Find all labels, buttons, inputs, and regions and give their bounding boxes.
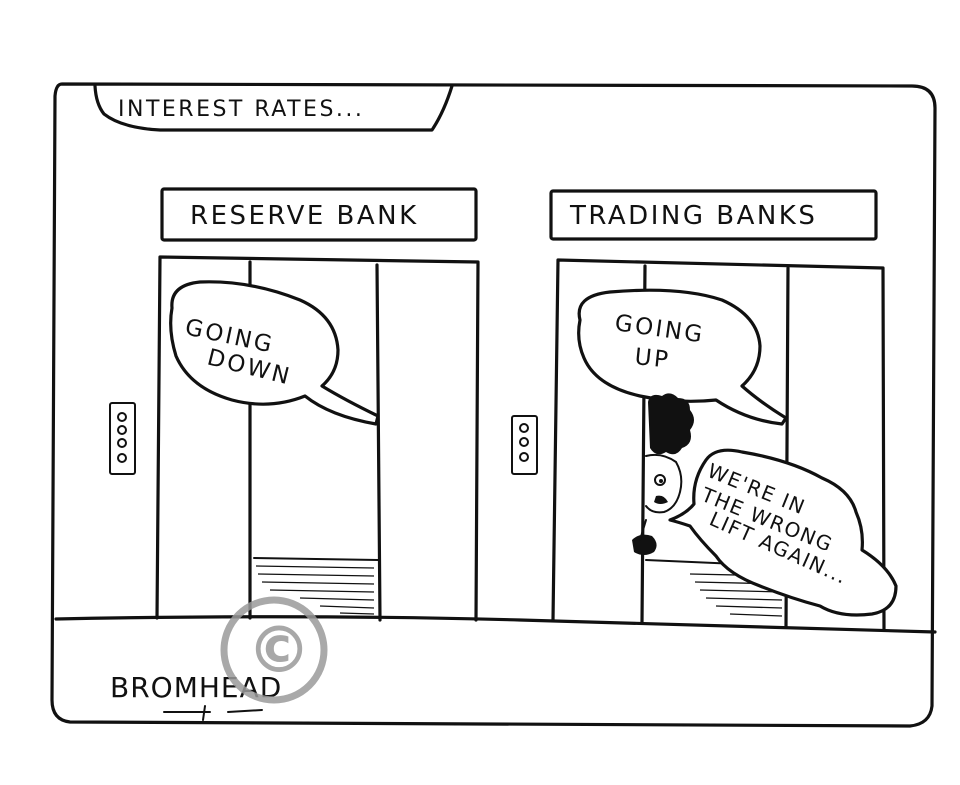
character-arm	[639, 519, 647, 541]
left-door-right-edge	[375, 263, 382, 622]
character-hair	[648, 393, 694, 455]
character-speech-bubble	[668, 448, 898, 617]
right-speech-bubble	[577, 288, 788, 426]
peeking-character	[632, 393, 694, 555]
right-call-button-2[interactable]	[519, 437, 529, 447]
copyright-circle	[220, 596, 328, 704]
left-speech-bubble	[169, 280, 380, 426]
right-sign-box	[549, 189, 878, 241]
right-call-button-3[interactable]	[519, 452, 529, 462]
right-lift: TRADING BANKS GOING UP	[511, 189, 898, 632]
left-call-button-2[interactable]	[117, 425, 127, 435]
left-call-button-4[interactable]	[117, 453, 127, 463]
right-call-button-1[interactable]	[519, 423, 529, 433]
character-eye	[654, 474, 666, 486]
right-speech-line2: UP	[633, 344, 671, 374]
character-pupil	[659, 479, 663, 483]
caption-text: INTEREST RATES...	[118, 97, 364, 122]
left-lift-floor-hatching	[255, 565, 375, 615]
right-lift-frame	[551, 258, 886, 632]
character-face	[645, 453, 683, 514]
right-sign-text: TRADING BANKS	[569, 201, 817, 231]
left-lift: RESERVE BANK GOING DOWN	[109, 187, 480, 622]
artist-signature: BROMHEAD	[110, 671, 281, 721]
character-hand	[632, 534, 657, 555]
left-call-button-3[interactable]	[117, 438, 127, 448]
left-call-button-panel[interactable]	[109, 402, 136, 475]
signature-tick	[202, 705, 206, 721]
left-lift-inner-floor	[253, 557, 379, 561]
left-sign-text: RESERVE BANK	[190, 201, 419, 231]
floor-line	[54, 615, 937, 634]
left-lift-frame	[155, 255, 480, 622]
panel-border	[50, 82, 937, 728]
copyright-watermark: ©	[220, 596, 328, 704]
left-call-button-1[interactable]	[117, 412, 127, 422]
copyright-symbol: ©	[247, 614, 311, 688]
signature-underline	[163, 709, 263, 713]
right-call-button-panel[interactable]	[511, 415, 538, 475]
character-mouth	[654, 495, 668, 504]
left-sign-box	[160, 187, 478, 242]
caption-box	[93, 84, 454, 132]
